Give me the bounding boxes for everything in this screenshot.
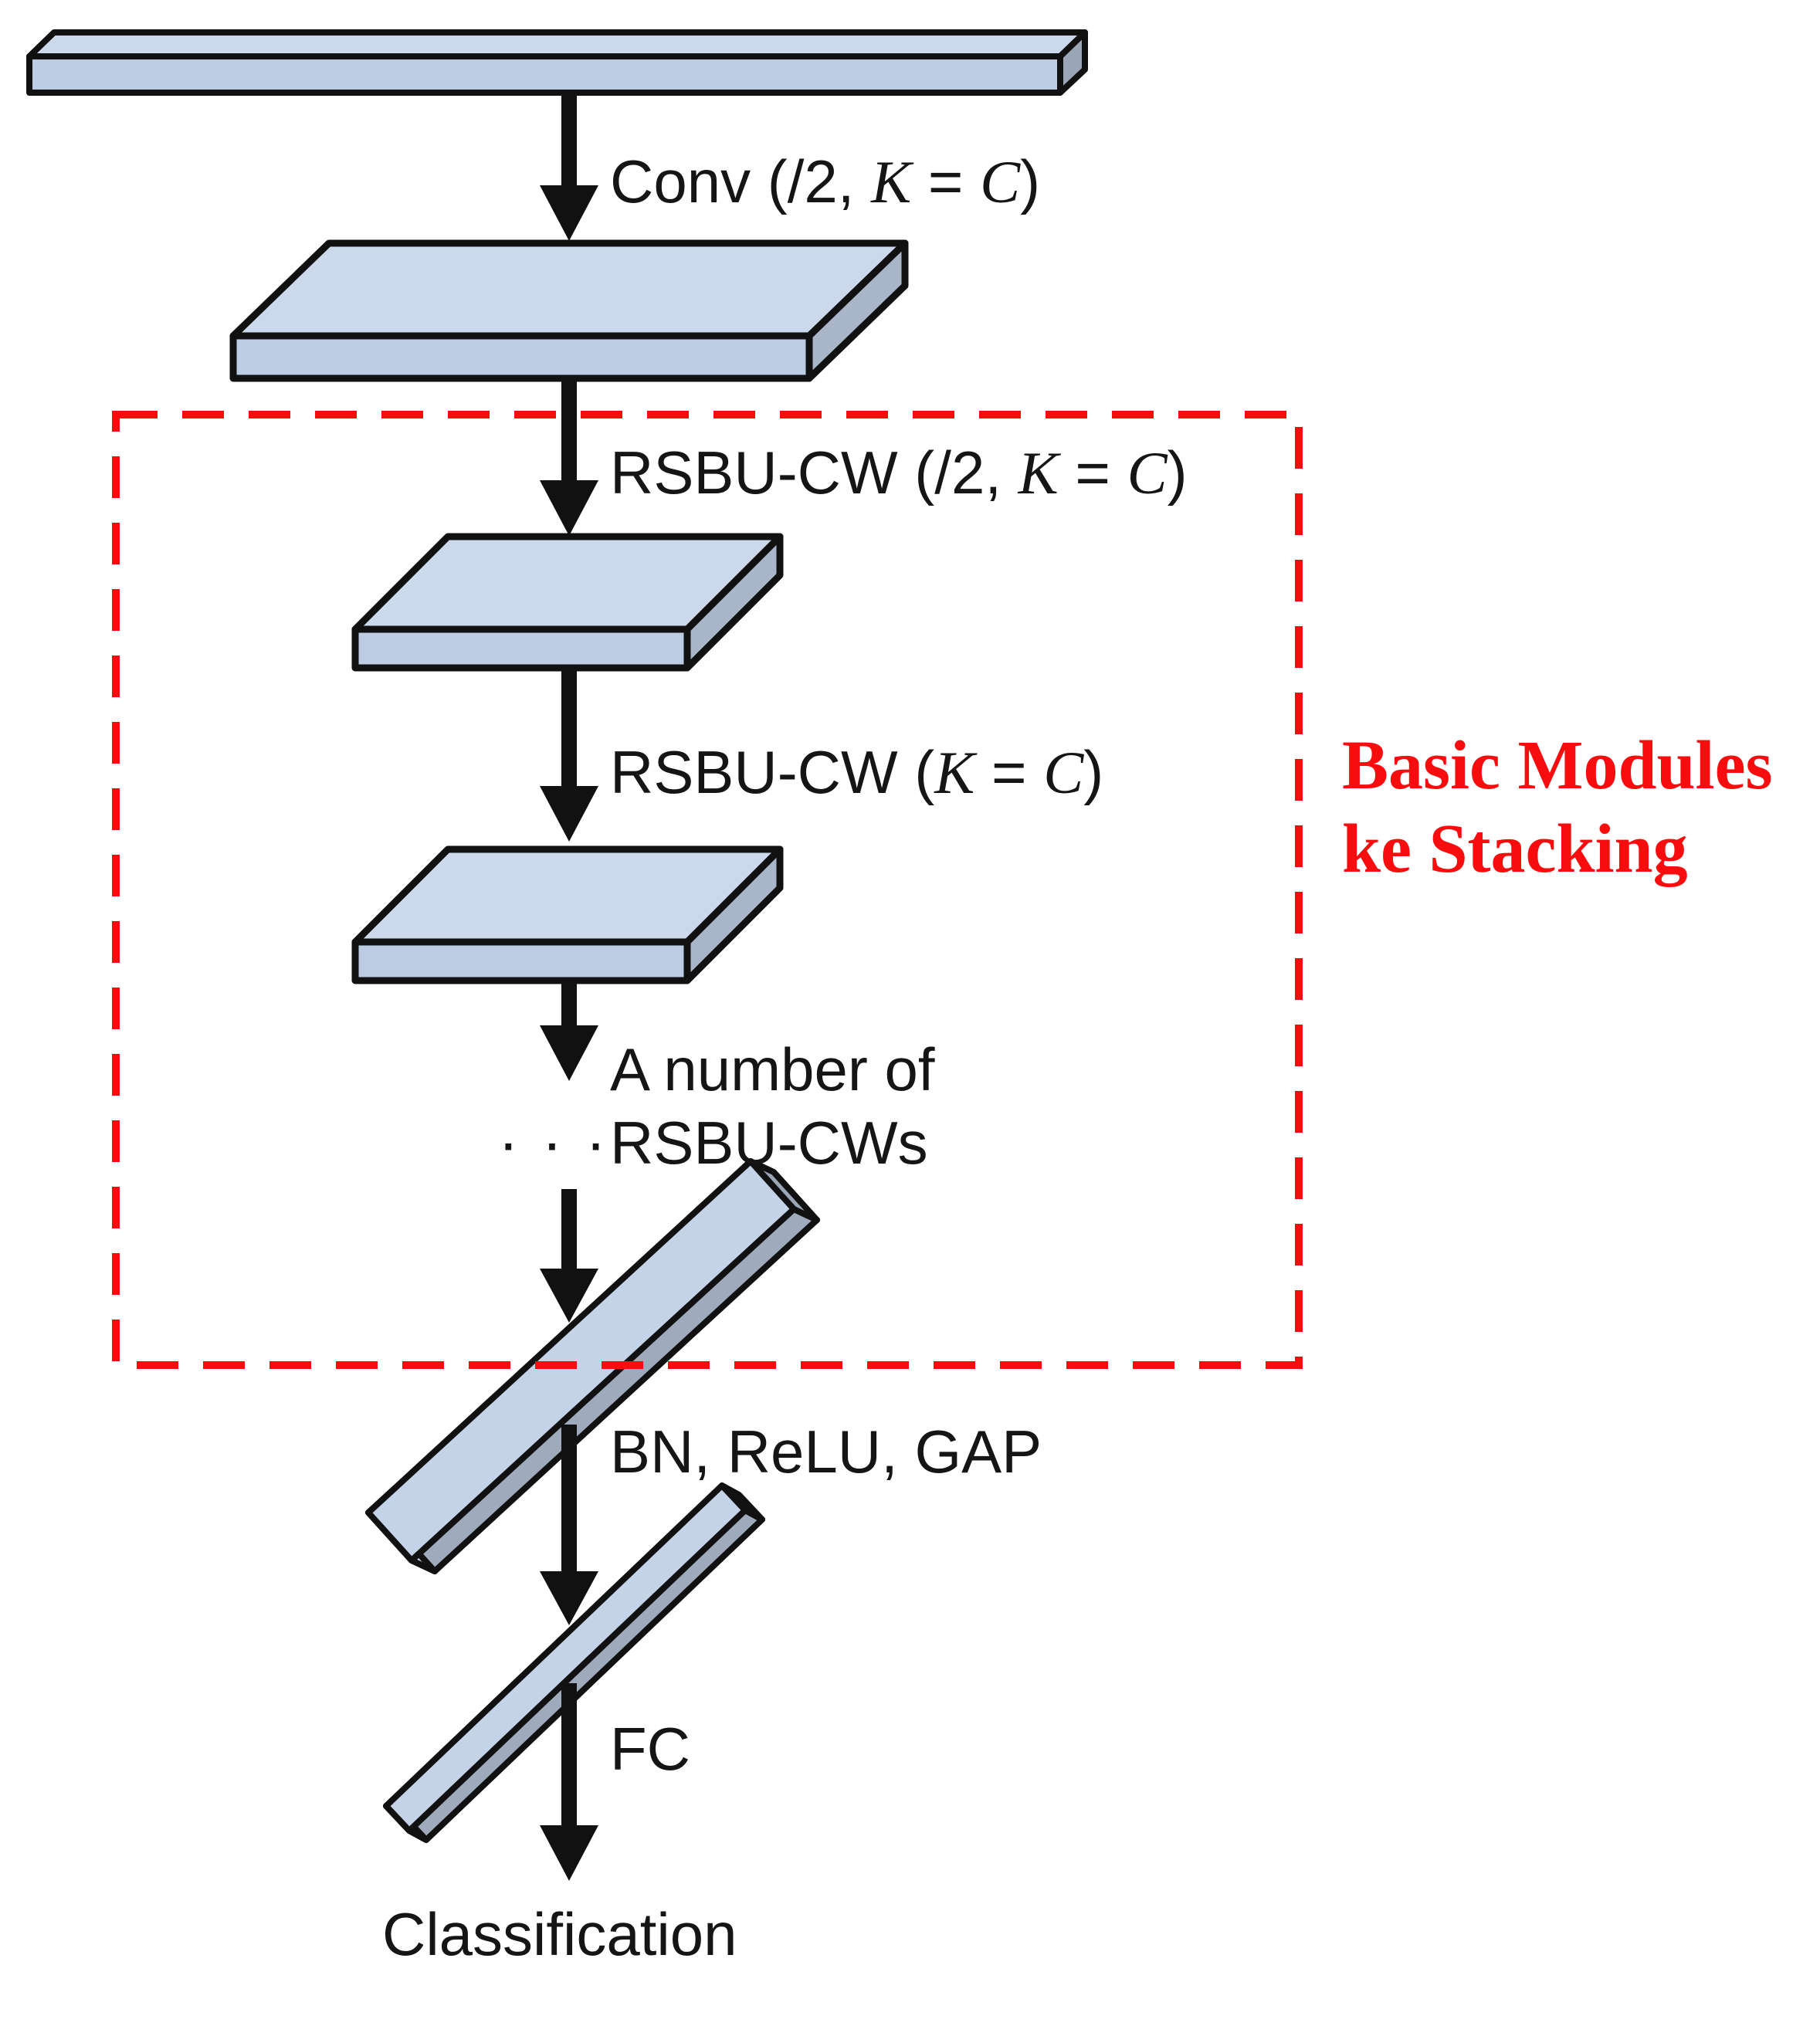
- rsbu-down-eq: =: [1058, 439, 1127, 507]
- basic-modules-annotation-line2: ke Stacking: [1342, 811, 1688, 887]
- to-gap-beam-arrow-head-icon: [540, 1269, 598, 1323]
- rsbu-downsample-label: RSBU-CW (/2, K = C): [610, 440, 1188, 506]
- rsbu-label: RSBU-CW (K = C): [610, 740, 1103, 805]
- conv-slab-top-face: [229, 239, 909, 340]
- rsbu-arrow-head-icon: [540, 786, 598, 842]
- rsbu-eq: =: [974, 738, 1044, 806]
- fc-arrow: [540, 1683, 598, 1881]
- rsbu-down-var-c: C: [1127, 439, 1168, 507]
- bn-relu-gap-arrow-head-icon: [540, 1571, 598, 1625]
- input-bar-front-face: [26, 53, 1063, 96]
- bn-relu-gap-arrow: [540, 1425, 598, 1625]
- rsbu-down-arrow-head-icon: [540, 480, 598, 536]
- basic-modules-annotation-line1: Basic Modules: [1342, 727, 1773, 804]
- bn-relu-gap-label: BN, ReLU, GAP: [610, 1418, 1042, 1486]
- rsbu-down-prefix: RSBU-CW (/2,: [610, 439, 1018, 507]
- basic-modules-dashed-box: [112, 411, 1303, 1369]
- number-of-rsbu-line2: RSBU-CWs: [610, 1109, 928, 1177]
- classification-label: Classification: [382, 1900, 737, 1968]
- conv-label-suffix: ): [1020, 147, 1041, 215]
- rsbu-var-k: K: [934, 739, 975, 806]
- rsbu-var-c: C: [1043, 739, 1084, 806]
- rsbu-down-arrow: [540, 378, 598, 536]
- rsbu2-front-face: [351, 938, 691, 984]
- fc-beam-side-face: [406, 1507, 765, 1843]
- more-rsbu-arrow: [540, 981, 598, 1081]
- conv-label-var-k: K: [871, 148, 912, 215]
- basic-modules-annotation: Basic Modules ke Stacking: [1342, 724, 1773, 891]
- conv-label-prefix: Conv (/2,: [610, 147, 872, 215]
- more-rsbu-arrow-head-icon: [540, 1025, 598, 1081]
- fc-arrow-head-icon: [540, 1825, 598, 1881]
- input-bar-slab: [26, 29, 1088, 96]
- conv-feature-slab: [229, 239, 909, 382]
- ellipsis-dots-icon: ···: [498, 1108, 629, 1177]
- conv-label-eq: =: [911, 147, 981, 215]
- rsbu1-front-face: [351, 625, 691, 672]
- rsbu-down-var-k: K: [1018, 439, 1059, 507]
- gap-input-beam: [365, 1158, 820, 1574]
- rsbu-prefix: RSBU-CW (: [610, 738, 935, 806]
- to-gap-beam-arrow: [540, 1189, 598, 1323]
- fc-beam-main-face: [383, 1482, 748, 1834]
- rsbu-down-suffix: ): [1167, 439, 1188, 507]
- conv-label: Conv (/2, K = C): [610, 149, 1040, 215]
- fc-label: FC: [610, 1715, 690, 1783]
- conv-label-var-c: C: [980, 148, 1021, 215]
- gap-beam-main-face: [365, 1158, 797, 1564]
- rsbu-feature-slab-2: [351, 845, 784, 984]
- conv-slab-front-face: [229, 332, 813, 382]
- input-bar-top-face: [26, 29, 1088, 59]
- rsbu-arrow: [540, 668, 598, 842]
- conv-arrow: [540, 91, 598, 241]
- rsbu-feature-slab-1: [351, 533, 784, 672]
- number-of-rsbu-line1: A number of: [610, 1035, 935, 1103]
- conv-arrow-head-icon: [540, 185, 598, 241]
- fc-input-beam: [383, 1482, 765, 1843]
- rsbu-suffix: ): [1083, 738, 1104, 806]
